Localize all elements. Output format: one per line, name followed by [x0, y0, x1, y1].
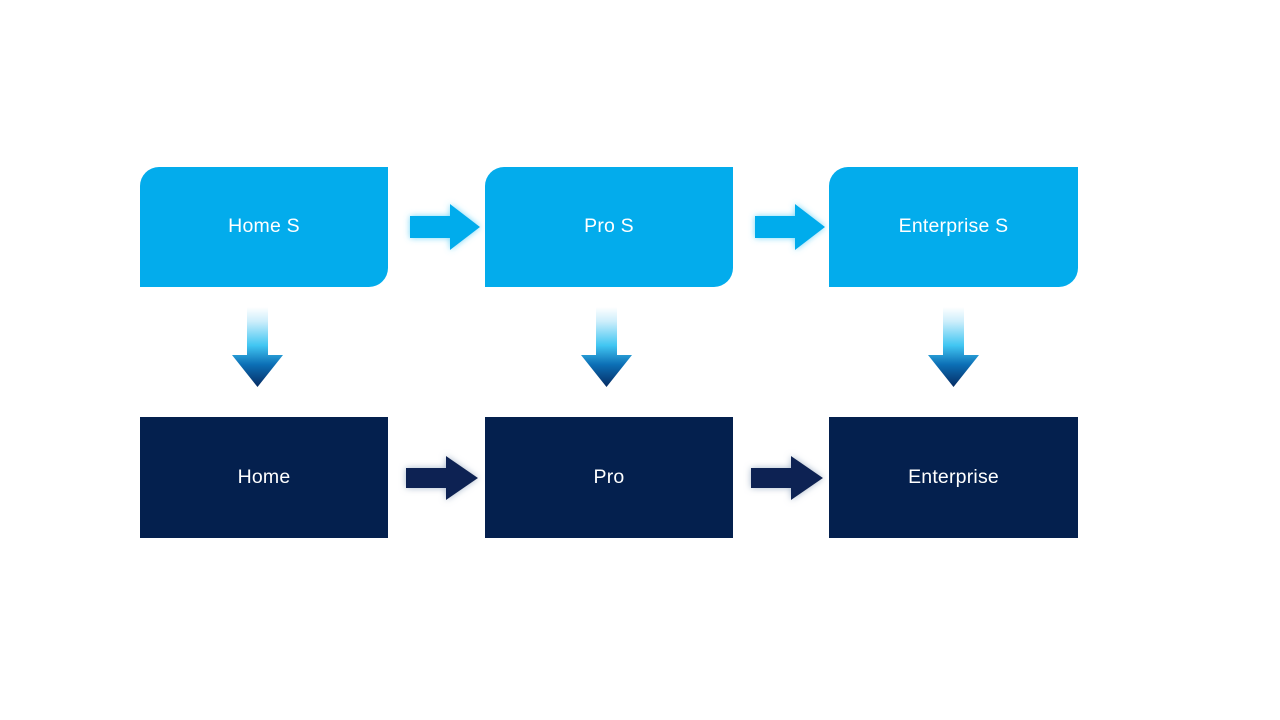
down-arrow-3 — [925, 307, 982, 390]
service-node-pro-s[interactable]: Pro S — [485, 167, 733, 287]
arrow-down-icon — [232, 307, 283, 387]
arrow-down-icon — [928, 307, 979, 387]
product-node-pro[interactable]: Pro — [485, 417, 733, 538]
product-node-label: Home — [237, 465, 291, 488]
service-node-enterprise-s[interactable]: Enterprise S — [829, 167, 1078, 287]
arrow-right-icon — [406, 456, 478, 500]
service-arrow-1 — [400, 196, 490, 258]
product-arrow-1 — [396, 447, 488, 509]
arrow-right-icon — [755, 204, 825, 250]
service-node-label: Enterprise S — [898, 215, 1009, 238]
service-node-label: Home S — [228, 215, 300, 238]
arrow-down-icon — [581, 307, 632, 387]
product-arrow-2 — [741, 447, 833, 509]
service-arrow-2 — [745, 196, 835, 258]
arrow-right-icon — [751, 456, 823, 500]
product-node-enterprise[interactable]: Enterprise — [829, 417, 1078, 538]
product-node-home[interactable]: Home — [140, 417, 388, 538]
product-node-label: Enterprise — [908, 465, 999, 488]
service-node-label: Pro S — [584, 215, 634, 238]
down-arrow-2 — [578, 307, 635, 390]
service-node-home-s[interactable]: Home S — [140, 167, 388, 287]
arrow-right-icon — [410, 204, 480, 250]
product-node-label: Pro — [593, 465, 625, 488]
down-arrow-1 — [229, 307, 286, 390]
